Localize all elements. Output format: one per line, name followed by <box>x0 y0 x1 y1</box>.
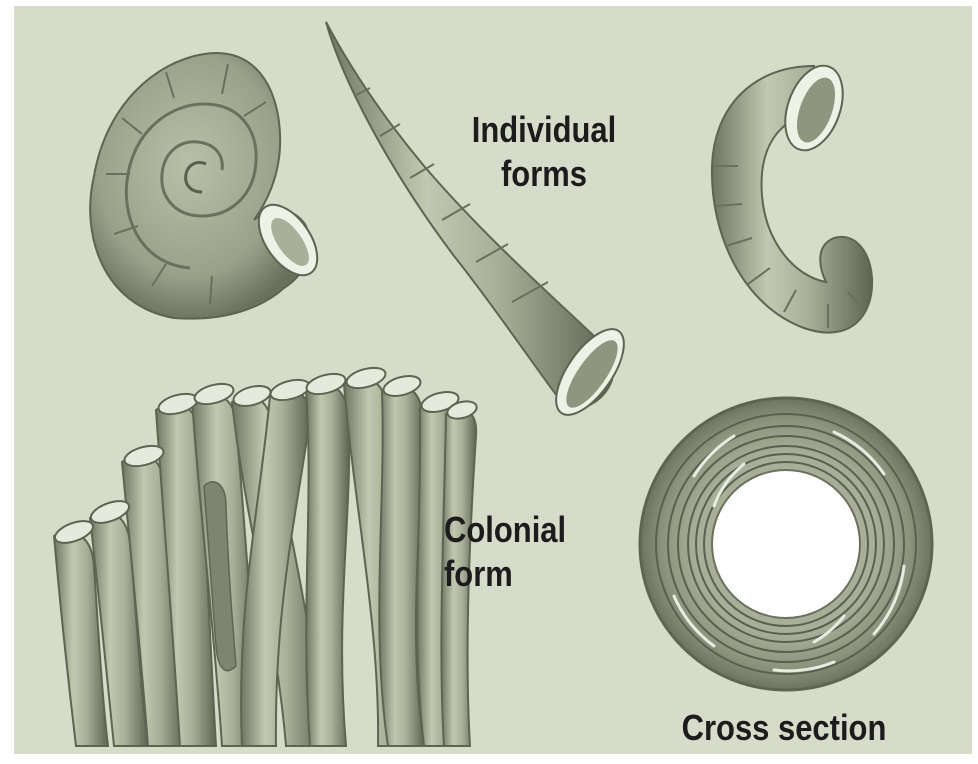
cross-section-label: Cross section <box>672 706 896 750</box>
individual-forms-label: Individual forms <box>458 108 630 196</box>
individual-forms-label-line1: Individual <box>458 108 630 152</box>
tube-cross-section <box>640 398 932 690</box>
colonial-form-label-line1: Colonial <box>444 508 582 552</box>
colonial-tube-cluster <box>52 364 478 746</box>
colonial-form-label-line2: form <box>444 552 582 596</box>
colonial-form-label: Colonial form <box>444 508 582 596</box>
figure-panel: Individual forms Colonial form Cross sec… <box>14 6 972 754</box>
coiled-tube-form <box>90 53 329 319</box>
conical-tube-form <box>326 22 637 426</box>
individual-forms-label-line2: forms <box>458 152 630 196</box>
curved-tube-form <box>712 58 872 333</box>
